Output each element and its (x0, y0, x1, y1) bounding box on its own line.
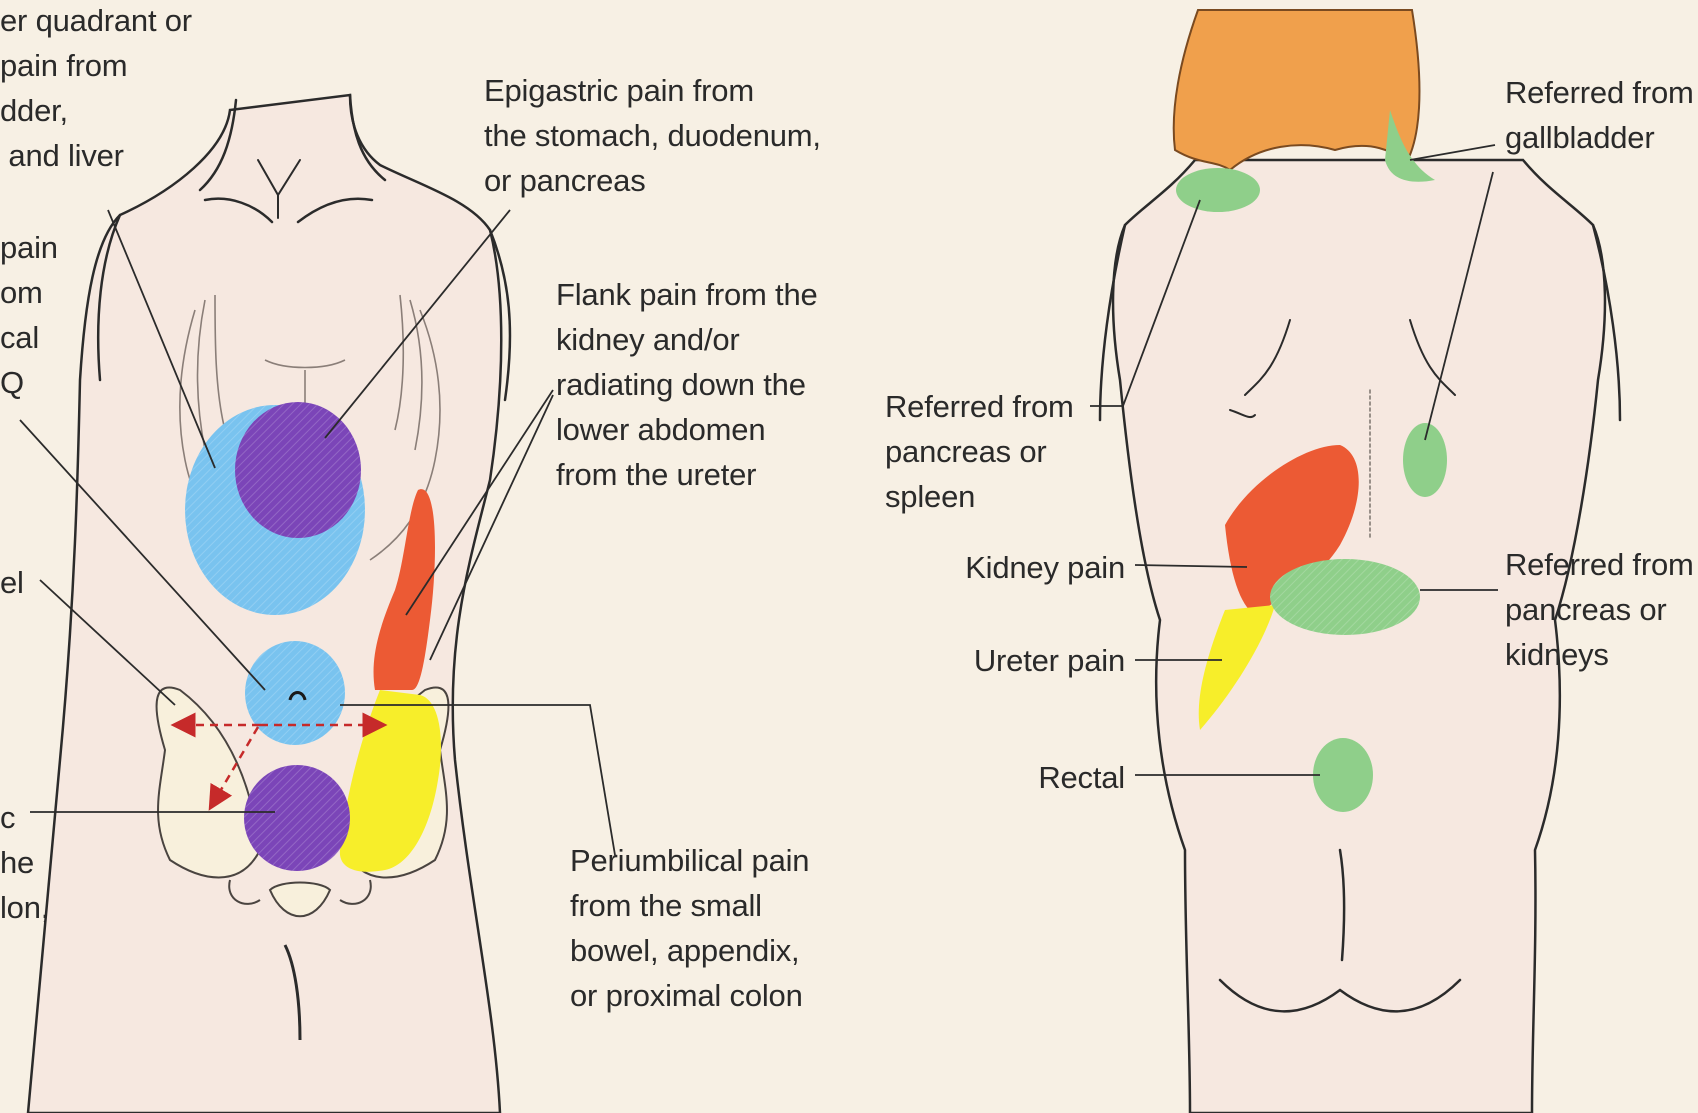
hair (1174, 10, 1420, 170)
label-kidney-pain: Kidney pain (925, 545, 1125, 590)
label-bowel: el (0, 560, 24, 605)
shoulder-left-region (1176, 168, 1260, 212)
gallbladder-back-region (1403, 423, 1447, 497)
label-epigastric: Epigastric pain from the stomach, duoden… (484, 68, 821, 203)
rectal-region (1313, 738, 1373, 812)
label-ureter-pain: Ureter pain (925, 638, 1125, 683)
label-gallbladder: Referred from gallbladder (1505, 70, 1694, 160)
label-pancreas-spleen: Referred from pancreas or spleen (885, 384, 1074, 519)
label-pelvic: c he lon, (0, 795, 49, 930)
label-ruq: er quadrant or pain from dder, and liver (0, 0, 192, 178)
label-flank: Flank pain from the kidney and/or radiat… (556, 272, 818, 497)
label-luq: pain om cal Q (0, 225, 58, 405)
label-periumbilical: Periumbilical pain from the small bowel,… (570, 838, 809, 1018)
label-rectal: Rectal (925, 755, 1125, 800)
label-pancreas-kidneys: Referred from pancreas or kidneys (1505, 542, 1694, 677)
